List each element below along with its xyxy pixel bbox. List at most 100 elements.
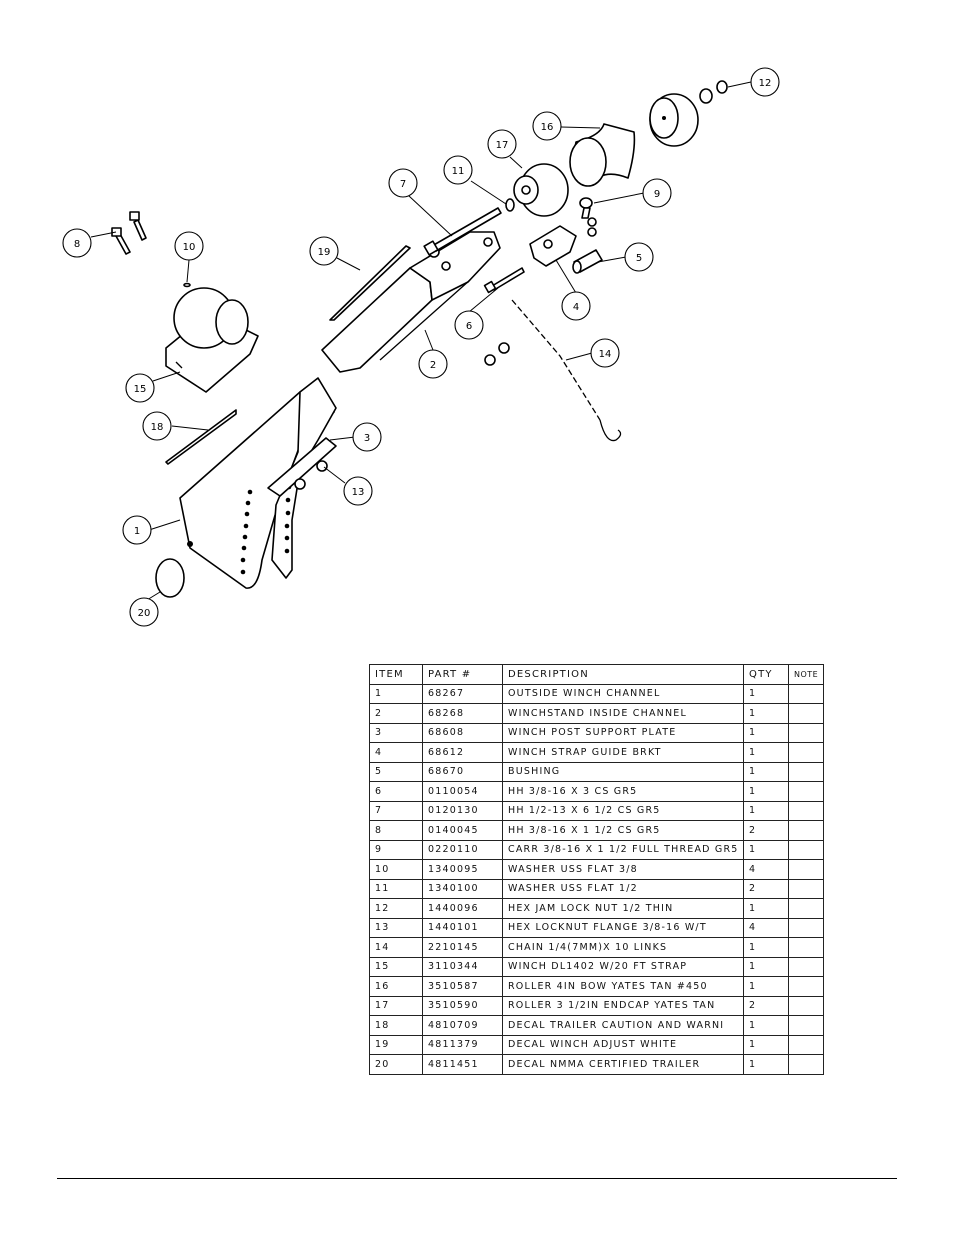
balloon-14: 14 bbox=[590, 338, 620, 368]
cell-qty: 1 bbox=[743, 1034, 789, 1055]
part-washer-11 bbox=[505, 198, 515, 212]
col-header-description: DESCRIPTION bbox=[502, 664, 744, 685]
cell-qty: 4 bbox=[743, 917, 789, 938]
cell-note bbox=[788, 1054, 824, 1075]
cell-note bbox=[788, 781, 824, 802]
cell-description: DECAL NMMA CERTIFIED TRAILER bbox=[502, 1054, 744, 1075]
svg-text:17: 17 bbox=[496, 140, 509, 151]
cell-qty: 1 bbox=[743, 800, 789, 821]
cell-note bbox=[788, 703, 824, 724]
part-bolt-6 bbox=[483, 267, 525, 294]
col-header-item: ITEM bbox=[369, 664, 423, 685]
cell-item: 4 bbox=[369, 742, 423, 763]
cell-qty: 1 bbox=[743, 722, 789, 743]
col-header-note: NOTE bbox=[788, 664, 824, 685]
balloon-10: 10 bbox=[174, 231, 204, 261]
cell-item: 18 bbox=[369, 1015, 423, 1036]
cell-note bbox=[788, 722, 824, 743]
balloon-12: 12 bbox=[750, 67, 780, 97]
leader-lines bbox=[90, 81, 752, 601]
part-locknuts bbox=[294, 342, 510, 490]
svg-text:1: 1 bbox=[134, 526, 140, 537]
svg-text:9: 9 bbox=[654, 189, 660, 200]
cell-qty: 1 bbox=[743, 898, 789, 919]
cell-qty: 1 bbox=[743, 703, 789, 724]
cell-item: 10 bbox=[369, 859, 423, 880]
cell-qty: 1 bbox=[743, 1054, 789, 1075]
svg-text:8: 8 bbox=[74, 239, 80, 250]
cell-item: 13 bbox=[369, 917, 423, 938]
col-header-qty: QTY bbox=[743, 664, 789, 685]
cell-item: 7 bbox=[369, 800, 423, 821]
table-header-row: ITEM PART # DESCRIPTION QTY NOTE bbox=[369, 664, 824, 685]
balloon-1: 1 bbox=[122, 515, 152, 545]
cell-item: 16 bbox=[369, 976, 423, 997]
cell-description: DECAL WINCH ADJUST WHITE bbox=[502, 1034, 744, 1055]
cell-description: HEX JAM LOCK NUT 1/2 THIN bbox=[502, 898, 744, 919]
svg-text:14: 14 bbox=[599, 349, 612, 360]
part-decal-caution bbox=[165, 409, 237, 465]
balloon-16: 16 bbox=[532, 111, 562, 141]
cell-part-number: 68670 bbox=[422, 761, 503, 782]
cell-note bbox=[788, 937, 824, 958]
balloon-6: 6 bbox=[454, 310, 484, 340]
cell-part-number: 68267 bbox=[422, 683, 503, 704]
footer-rule bbox=[57, 1178, 897, 1179]
cell-description: BUSHING bbox=[502, 761, 744, 782]
part-bolts-8 bbox=[111, 211, 147, 255]
part-washer-10 bbox=[183, 282, 191, 288]
cell-description: HEX LOCKNUT FLANGE 3/8-16 W/T bbox=[502, 917, 744, 938]
balloon-9: 9 bbox=[642, 178, 672, 208]
svg-text:18: 18 bbox=[151, 422, 164, 433]
part-jam-nut bbox=[699, 80, 728, 104]
cell-note bbox=[788, 1034, 824, 1055]
cell-qty: 1 bbox=[743, 976, 789, 997]
cell-description: CARR 3/8-16 X 1 1/2 FULL THREAD GR5 bbox=[502, 839, 744, 860]
svg-text:3: 3 bbox=[364, 433, 370, 444]
part-decal-nmma bbox=[155, 558, 185, 598]
cell-part-number: 1440101 bbox=[422, 917, 503, 938]
cell-note bbox=[788, 1015, 824, 1036]
cell-note bbox=[788, 976, 824, 997]
cell-description: HH 3/8-16 X 1 1/2 CS GR5 bbox=[502, 820, 744, 841]
part-bow-roller bbox=[569, 123, 636, 187]
cell-item: 20 bbox=[369, 1054, 423, 1075]
svg-text:15: 15 bbox=[134, 384, 147, 395]
part-carriage-bolt bbox=[579, 197, 597, 237]
cell-note bbox=[788, 956, 824, 977]
cell-note bbox=[788, 800, 824, 821]
exploded-parts-diagram: 1 2 3 4 5 6 7 8 9 10 11 12 13 14 15 16 1… bbox=[62, 67, 780, 627]
balloon-13: 13 bbox=[343, 476, 373, 506]
svg-text:13: 13 bbox=[352, 487, 365, 498]
cell-description: DECAL TRAILER CAUTION AND WARNI bbox=[502, 1015, 744, 1036]
cell-part-number: 68608 bbox=[422, 722, 503, 743]
cell-item: 19 bbox=[369, 1034, 423, 1055]
cell-part-number: 4810709 bbox=[422, 1015, 503, 1036]
cell-part-number: 0220110 bbox=[422, 839, 503, 860]
cell-qty: 4 bbox=[743, 859, 789, 880]
balloon-5: 5 bbox=[624, 242, 654, 272]
cell-note bbox=[788, 995, 824, 1016]
balloon-20: 20 bbox=[129, 597, 159, 627]
part-support-plate bbox=[267, 437, 337, 497]
cell-item: 6 bbox=[369, 781, 423, 802]
cell-item: 12 bbox=[369, 898, 423, 919]
cell-item: 9 bbox=[369, 839, 423, 860]
cell-description: WINCH DL1402 W/20 FT STRAP bbox=[502, 956, 744, 977]
cell-part-number: 1440096 bbox=[422, 898, 503, 919]
cell-description: ROLLER 4IN BOW YATES TAN #450 bbox=[502, 976, 744, 997]
cell-item: 11 bbox=[369, 878, 423, 899]
cell-part-number: 4811379 bbox=[422, 1034, 503, 1055]
balloon-19: 19 bbox=[309, 236, 339, 266]
cell-description: WINCHSTAND INSIDE CHANNEL bbox=[502, 703, 744, 724]
